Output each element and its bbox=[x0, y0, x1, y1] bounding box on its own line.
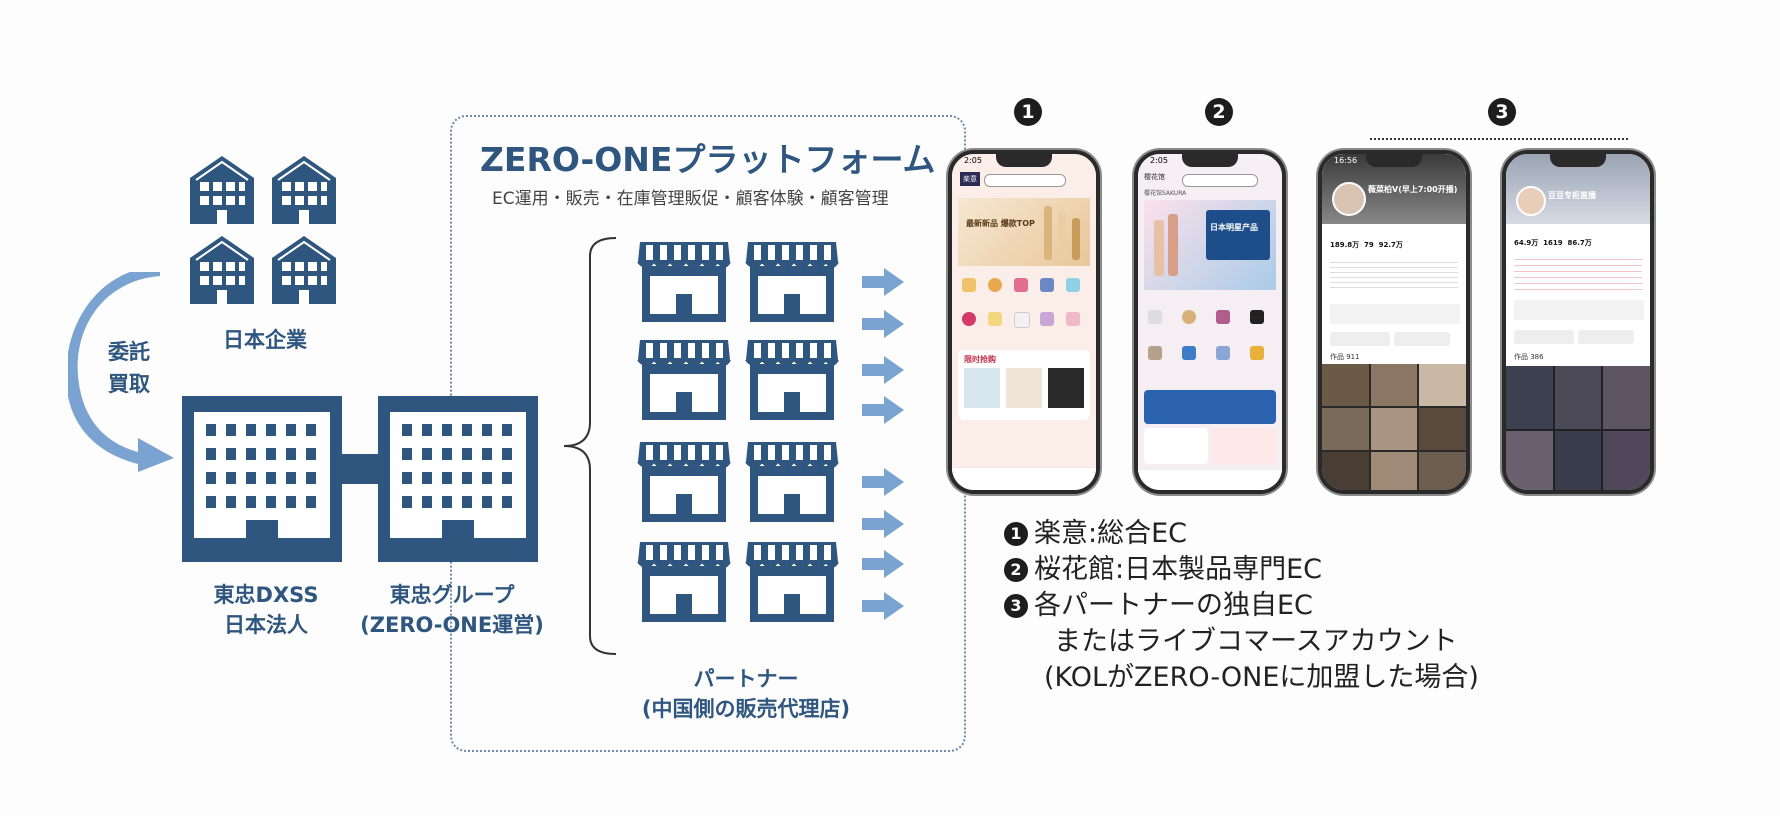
phone2-time: 2:05 bbox=[1150, 156, 1168, 165]
arrow-label-line1: 委託 bbox=[108, 340, 150, 364]
phone3-works: 作品 911 bbox=[1330, 353, 1360, 361]
phone1-product bbox=[1072, 218, 1080, 260]
phone-kol-2: 豆豆专柜直播 64.9万 1619 86.7万 作品 386 bbox=[1502, 150, 1654, 494]
phone1-section-title: 限时抢购 bbox=[964, 355, 996, 364]
phone-sakura: 2:05 樱花馆 樱花馆SAKURA 日本明星产品 bbox=[1134, 150, 1286, 494]
phone2-logo: 樱花馆 bbox=[1144, 173, 1165, 181]
phone4-stat1: 64.9万 bbox=[1514, 239, 1539, 247]
phone2-tabbar[interactable] bbox=[1138, 469, 1282, 490]
phone2-card[interactable] bbox=[1212, 428, 1276, 464]
phone3-video-grid[interactable] bbox=[1322, 364, 1466, 490]
legend-item-3-line3: (KOLがZERO-ONEに加盟した場合) bbox=[1044, 662, 1479, 693]
phone3-stat2: 79 bbox=[1364, 241, 1374, 249]
legend-badge-1: 1 bbox=[1004, 522, 1028, 546]
arrow-label: 委託 買取 bbox=[108, 336, 150, 400]
phone4-message-button[interactable] bbox=[1578, 330, 1634, 344]
dxss-line2: 日本法人 bbox=[224, 613, 308, 637]
phone1-product bbox=[1044, 206, 1052, 260]
phone3-follow-button[interactable] bbox=[1330, 332, 1390, 346]
partners-line2: (中国側の販売代理店) bbox=[641, 697, 851, 721]
partner-arrows-icon bbox=[862, 268, 904, 620]
badge-3: 3 bbox=[1488, 98, 1516, 126]
phone2-search[interactable] bbox=[1182, 174, 1258, 187]
legend-badge-3: 3 bbox=[1004, 594, 1028, 618]
phone3-avatar[interactable] bbox=[1332, 182, 1366, 216]
japan-companies-icon bbox=[189, 155, 337, 305]
dxss-label: 東忠DXSS 日本法人 bbox=[196, 580, 336, 640]
phone4-shop-row[interactable] bbox=[1514, 300, 1644, 320]
badge-1: 1 bbox=[1014, 98, 1042, 126]
phone2-banner-text: 日本明星产品 bbox=[1210, 223, 1258, 232]
japan-companies-label: 日本企業 bbox=[223, 328, 307, 352]
phone2-banner[interactable]: 日本明星产品 bbox=[1144, 200, 1276, 290]
phone4-name: 豆豆专柜直播 bbox=[1548, 191, 1596, 200]
phone2-category-grid bbox=[1148, 310, 1272, 380]
dxss-line1: 東忠DXSS bbox=[213, 583, 319, 607]
partner-shops-icon bbox=[637, 242, 839, 623]
legend-text-2: 桜花館:日本製品専門EC bbox=[1034, 554, 1323, 585]
phone2-brand: 樱花馆SAKURA bbox=[1144, 190, 1187, 197]
group-label: 東忠グループ (ZERO-ONE運営) bbox=[352, 580, 552, 640]
phone3-time: 16:56 bbox=[1334, 156, 1358, 165]
platform-title: ZERO-ONEプラットフォーム bbox=[480, 140, 936, 179]
platform-subtitle: EC運用・販売・在庫管理販促・顧客体験・顧客管理 bbox=[492, 189, 889, 209]
legend-text-3: 各パートナーの独自EC bbox=[1034, 590, 1313, 621]
phone1-category-grid bbox=[962, 278, 1086, 338]
phone3-stats: 189.8万 79 92.7万 bbox=[1330, 240, 1403, 250]
phone-kol-1: 16:56 薇菜柏Ⅴ(早上7:00开播) 189.8万 79 92.7万 作品 … bbox=[1318, 150, 1470, 494]
phone1-product bbox=[1058, 212, 1066, 260]
phone3-stat3: 92.7万 bbox=[1378, 241, 1403, 249]
arrow-label-line2: 買取 bbox=[108, 372, 150, 396]
badge-3-underline bbox=[1370, 138, 1628, 140]
phone4-stat2: 1619 bbox=[1543, 239, 1563, 247]
phone-rakui: 2:05 楽意 最新新品 爆款TOP 限时抢购 bbox=[948, 150, 1100, 494]
phone1-time: 2:05 bbox=[964, 156, 982, 165]
phone3-message-button[interactable] bbox=[1394, 332, 1450, 346]
phone1-logo: 楽意 bbox=[960, 172, 980, 186]
partners-line1: パートナー bbox=[693, 667, 799, 691]
phone4-avatar[interactable] bbox=[1516, 186, 1546, 216]
phone3-stat1: 189.8万 bbox=[1330, 241, 1360, 249]
phone4-video-grid[interactable] bbox=[1506, 366, 1650, 490]
phone1-flash-sale[interactable]: 限时抢购 bbox=[958, 350, 1090, 420]
legend-text-1: 楽意:総合EC bbox=[1034, 518, 1188, 549]
phone4-stat3: 86.7万 bbox=[1567, 239, 1592, 247]
phone1-banner[interactable]: 最新新品 爆款TOP bbox=[958, 198, 1090, 266]
phone2-card[interactable] bbox=[1144, 428, 1208, 464]
legend-item-3-line2: またはライブコマースアカウント bbox=[1054, 626, 1458, 657]
brace-icon bbox=[563, 237, 617, 655]
phone3-shop-row[interactable] bbox=[1330, 304, 1460, 324]
phone1-banner-text: 最新新品 爆款TOP bbox=[966, 219, 1035, 228]
phone1-tabbar[interactable] bbox=[952, 467, 1096, 490]
group-line2: (ZERO-ONE運営) bbox=[360, 613, 544, 637]
phone4-works: 作品 386 bbox=[1514, 353, 1544, 361]
headquarters-buildings-icon bbox=[182, 396, 538, 562]
phone1-search[interactable] bbox=[984, 174, 1066, 187]
partners-label: パートナー (中国側の販売代理店) bbox=[626, 664, 866, 724]
phone3-name: 薇菜柏Ⅴ(早上7:00开播) bbox=[1368, 185, 1458, 194]
phone4-follow-button[interactable] bbox=[1514, 330, 1574, 344]
phone3-bio bbox=[1330, 258, 1458, 292]
phone2-promo[interactable] bbox=[1144, 390, 1276, 424]
badge-2: 2 bbox=[1205, 98, 1233, 126]
group-line1: 東忠グループ bbox=[389, 583, 515, 607]
phone4-stats: 64.9万 1619 86.7万 bbox=[1514, 238, 1592, 248]
legend-badge-2: 2 bbox=[1004, 558, 1028, 582]
phone4-bio bbox=[1514, 254, 1642, 290]
